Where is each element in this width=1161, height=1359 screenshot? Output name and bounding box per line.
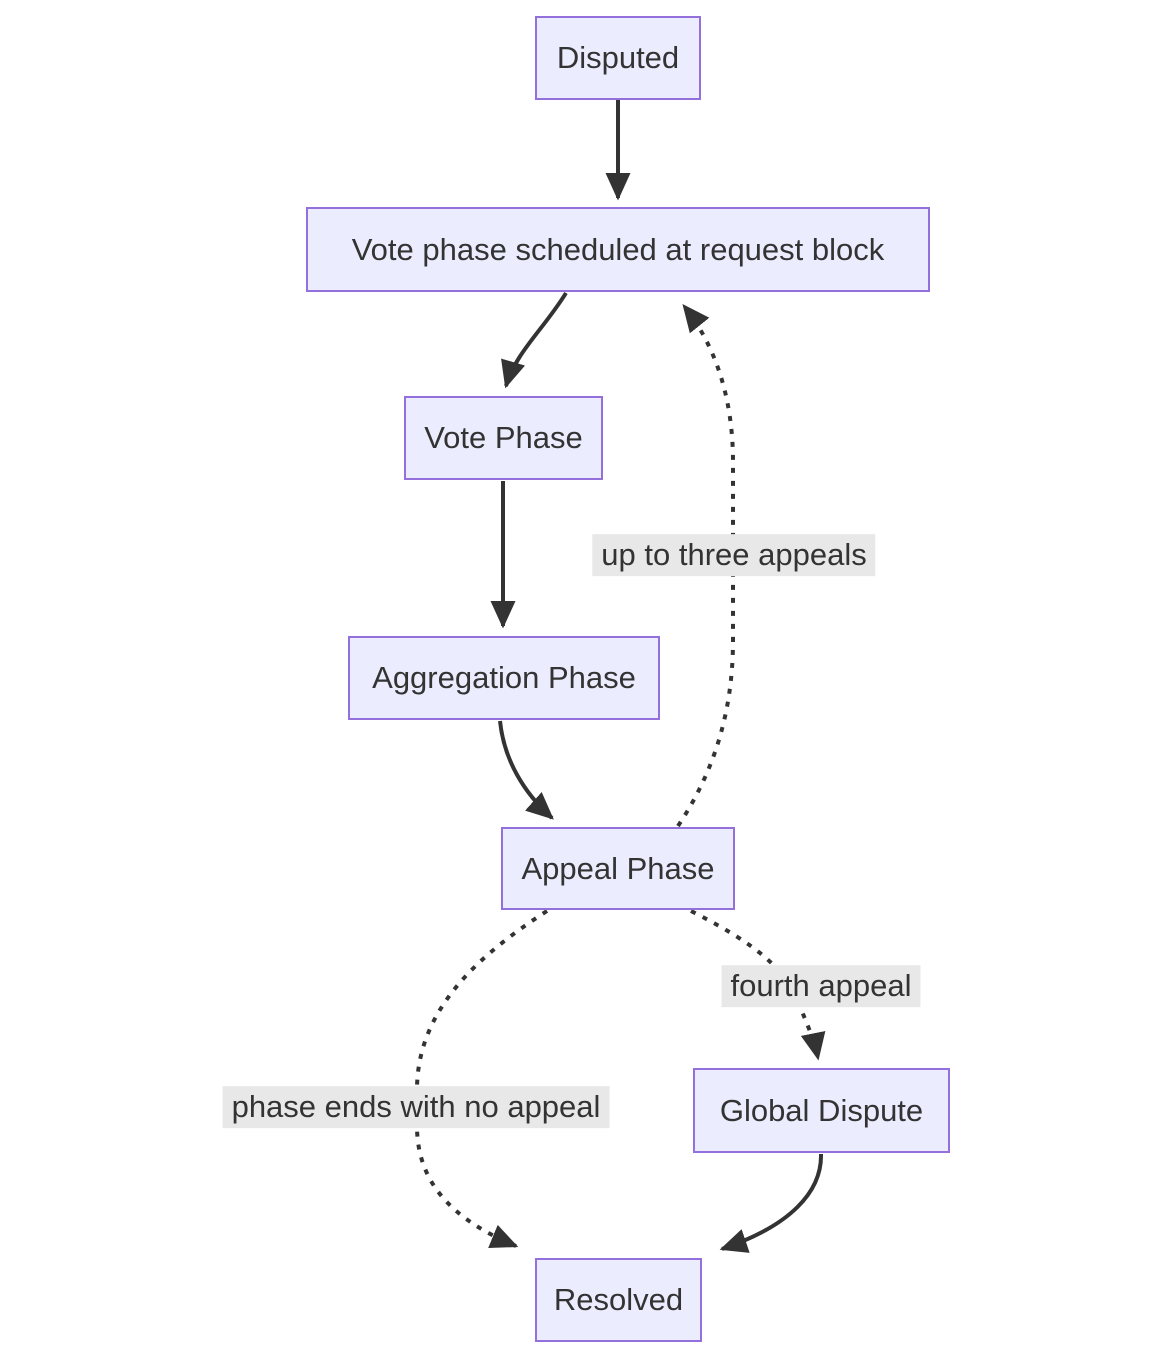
node-vote-phase-label: Vote Phase xyxy=(424,420,583,455)
node-aggregation-phase-label: Aggregation Phase xyxy=(372,660,636,695)
edge-label-phase-ends-with-no-appeal: phase ends with no appeal xyxy=(222,1086,610,1128)
node-appeal-phase: Appeal Phase xyxy=(501,827,735,910)
node-vote-phase-scheduled-label: Vote phase scheduled at request block xyxy=(351,231,885,267)
node-disputed-label: Disputed xyxy=(556,40,680,75)
node-disputed: Disputed xyxy=(535,16,701,100)
edge-appeal-to-resolved-dotted xyxy=(415,909,549,1249)
node-resolved-label: Resolved xyxy=(553,1282,684,1317)
edge-label-up-to-three-appeals: up to three appeals xyxy=(592,534,876,576)
node-resolved: Resolved xyxy=(535,1258,702,1342)
edge-global-dispute-to-resolved xyxy=(719,1153,824,1253)
node-appeal-phase-label: Appeal Phase xyxy=(521,850,715,886)
node-global-dispute: Global Dispute xyxy=(693,1068,950,1153)
node-vote-phase-scheduled: Vote phase scheduled at request block xyxy=(306,207,930,292)
edge-aggregation-to-appeal xyxy=(498,720,554,820)
edge-appeal-to-global-dispute-dotted xyxy=(690,909,826,1061)
edge-label-fourth-appeal: fourth appeal xyxy=(721,965,921,1007)
node-global-dispute-label: Global Dispute xyxy=(719,1092,924,1128)
node-vote-phase: Vote Phase xyxy=(404,396,603,480)
edge-vote-scheduled-to-vote-phase xyxy=(501,291,568,389)
edge-appeal-to-vote-scheduled-dotted xyxy=(676,304,735,828)
node-aggregation-phase: Aggregation Phase xyxy=(348,636,660,720)
